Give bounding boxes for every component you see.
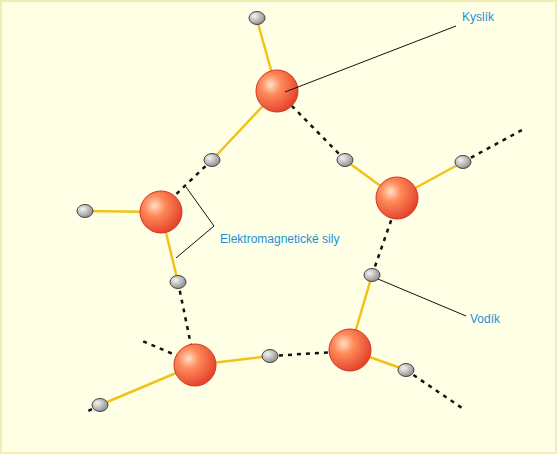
part-label: Vodík [470,312,540,326]
leader-lines [176,26,466,316]
part-label: Kyslík [462,10,542,24]
hydrogen-atoms [77,12,471,412]
covalent-bonds [85,20,463,405]
oxygen-atoms [140,70,418,386]
part-label: Elektromagnetické sily [220,232,340,246]
hydrogen-bonds [86,104,522,412]
